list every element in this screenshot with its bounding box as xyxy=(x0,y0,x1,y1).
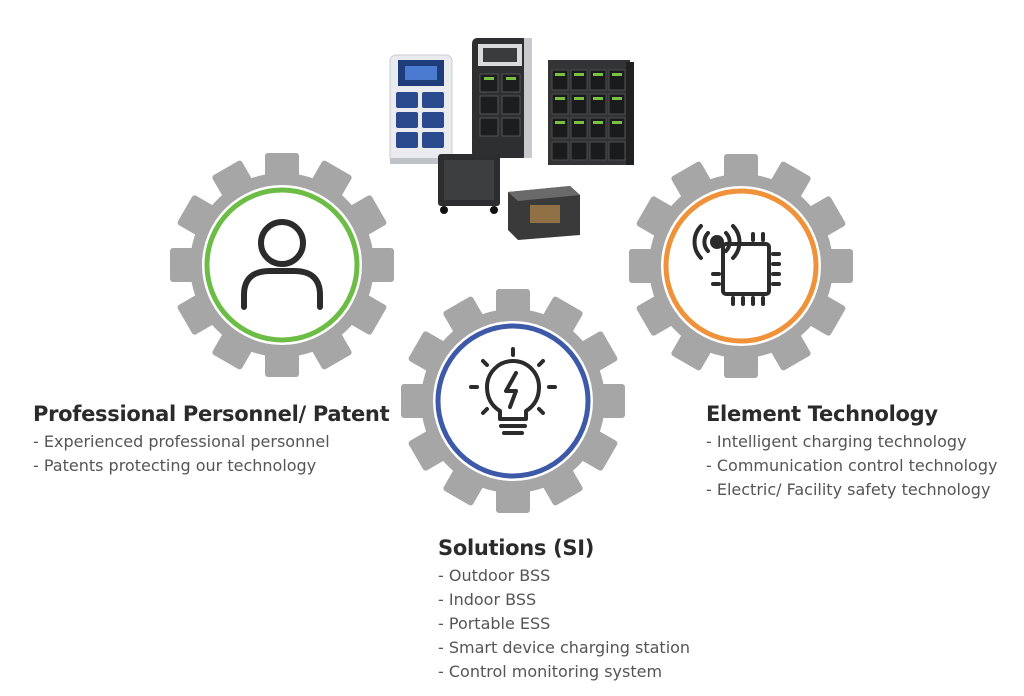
list-item: Portable ESS xyxy=(438,612,690,636)
list-item: Communication control technology xyxy=(706,454,998,478)
professional-personnel-title: Professional Personnel/ Patent xyxy=(33,402,390,426)
list-item: Outdoor BSS xyxy=(438,564,690,588)
element-technology-title: Element Technology xyxy=(706,402,938,426)
solutions-block: Solutions (SI) Outdoor BSS Indoor BSS Po… xyxy=(438,536,690,684)
list-item: Intelligent charging technology xyxy=(706,430,997,454)
list-item: Electric/ Facility safety technology xyxy=(706,478,997,502)
list-item: Patents protecting our technology xyxy=(33,454,389,478)
professional-personnel-list: Experienced professional personnel Paten… xyxy=(33,430,389,478)
list-item: Control monitoring system xyxy=(438,660,690,684)
solutions-list: Outdoor BSS Indoor BSS Portable ESS Smar… xyxy=(438,564,690,684)
blue-ring xyxy=(435,323,591,479)
professional-personnel-block: Professional Personnel/ Patent Experienc… xyxy=(33,402,390,478)
gear-professional-personnel xyxy=(170,153,394,377)
gear-element-technology xyxy=(629,154,853,378)
person-icon xyxy=(241,219,323,310)
green-ring xyxy=(204,187,360,343)
gear-solutions xyxy=(401,289,625,513)
list-item: Smart device charging station xyxy=(438,636,690,660)
indoor-bss-kiosk xyxy=(389,54,453,164)
list-item: Indoor BSS xyxy=(438,588,690,612)
portable-ess-case xyxy=(508,186,580,240)
orange-ring xyxy=(663,188,819,344)
lightbulb-icon xyxy=(469,347,557,435)
chip-signal-icon xyxy=(692,224,781,306)
charging-cabinet xyxy=(548,60,634,165)
solutions-title: Solutions (SI) xyxy=(438,536,595,560)
outdoor-bss-kiosk xyxy=(472,38,532,158)
portable-ess-cart xyxy=(438,154,500,214)
element-technology-block: Element Technology Intelligent charging … xyxy=(706,402,997,502)
charging-products-image xyxy=(389,38,634,240)
list-item: Experienced professional personnel xyxy=(33,430,389,454)
element-technology-list: Intelligent charging technology Communic… xyxy=(706,430,998,502)
